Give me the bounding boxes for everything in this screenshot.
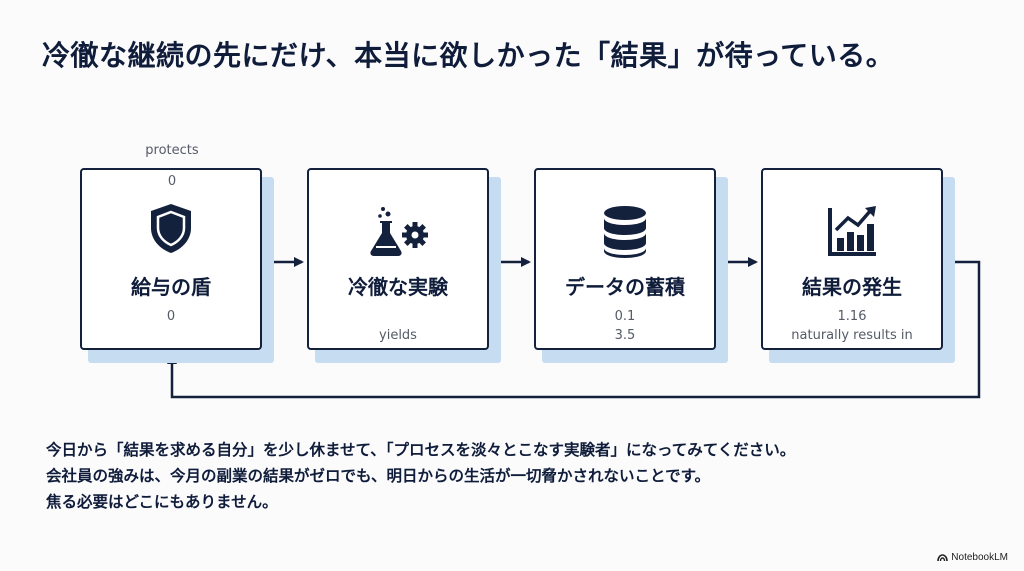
shield-icon [151, 204, 191, 253]
node-value: 0 [166, 309, 176, 324]
node-label: データの蓄積 [565, 275, 685, 299]
node-value: 0.1 [614, 309, 636, 324]
node-label: 給与の盾 [131, 275, 211, 299]
node-label: 結果の発生 [802, 275, 902, 299]
body-paragraph: 今日から「結果を求める自分」を少し休ませて、「プロセスを淡々とこなす実験者」にな… [46, 437, 996, 515]
database-icon [604, 206, 646, 258]
node-cold-experiment: 冷徹な実験 yields [307, 168, 489, 350]
edge-value: 0 [167, 174, 177, 189]
growth-chart-icon [828, 206, 876, 256]
edge-label-yields: yields [379, 328, 417, 343]
node-value: 1.16 [837, 309, 867, 324]
body-line: 焦る必要はどこにもありません。 [46, 493, 278, 511]
edge-label-results-in: naturally results in [791, 328, 913, 343]
notebooklm-logo-icon [937, 553, 949, 561]
node-value: 3.5 [614, 328, 636, 343]
brand-watermark: NotebookLM [937, 552, 1008, 563]
node-label: 冷徹な実験 [348, 275, 448, 299]
node-result-emergence: 結果の発生 1.16 naturally results in [761, 168, 943, 350]
node-data-accumulation: データの蓄積 0.1 3.5 [534, 168, 716, 350]
body-line: 会社員の強みは、今月の副業の結果がゼロでも、明日からの生活が一切脅かされないこと… [46, 467, 711, 485]
brand-label: NotebookLM [951, 552, 1008, 563]
page-title: 冷徹な継続の先にだけ、本当に欲しかった「結果」が待っている。 [42, 39, 895, 72]
node-salary-shield: 給与の盾 0 [80, 168, 262, 350]
edge-label-protects: protects [145, 143, 199, 158]
feedback-loop-arrow [167, 260, 981, 399]
flask-gear-icon [370, 207, 428, 256]
body-line: 今日から「結果を求める自分」を少し休ませて、「プロセスを淡々とこなす実験者」にな… [46, 441, 796, 459]
